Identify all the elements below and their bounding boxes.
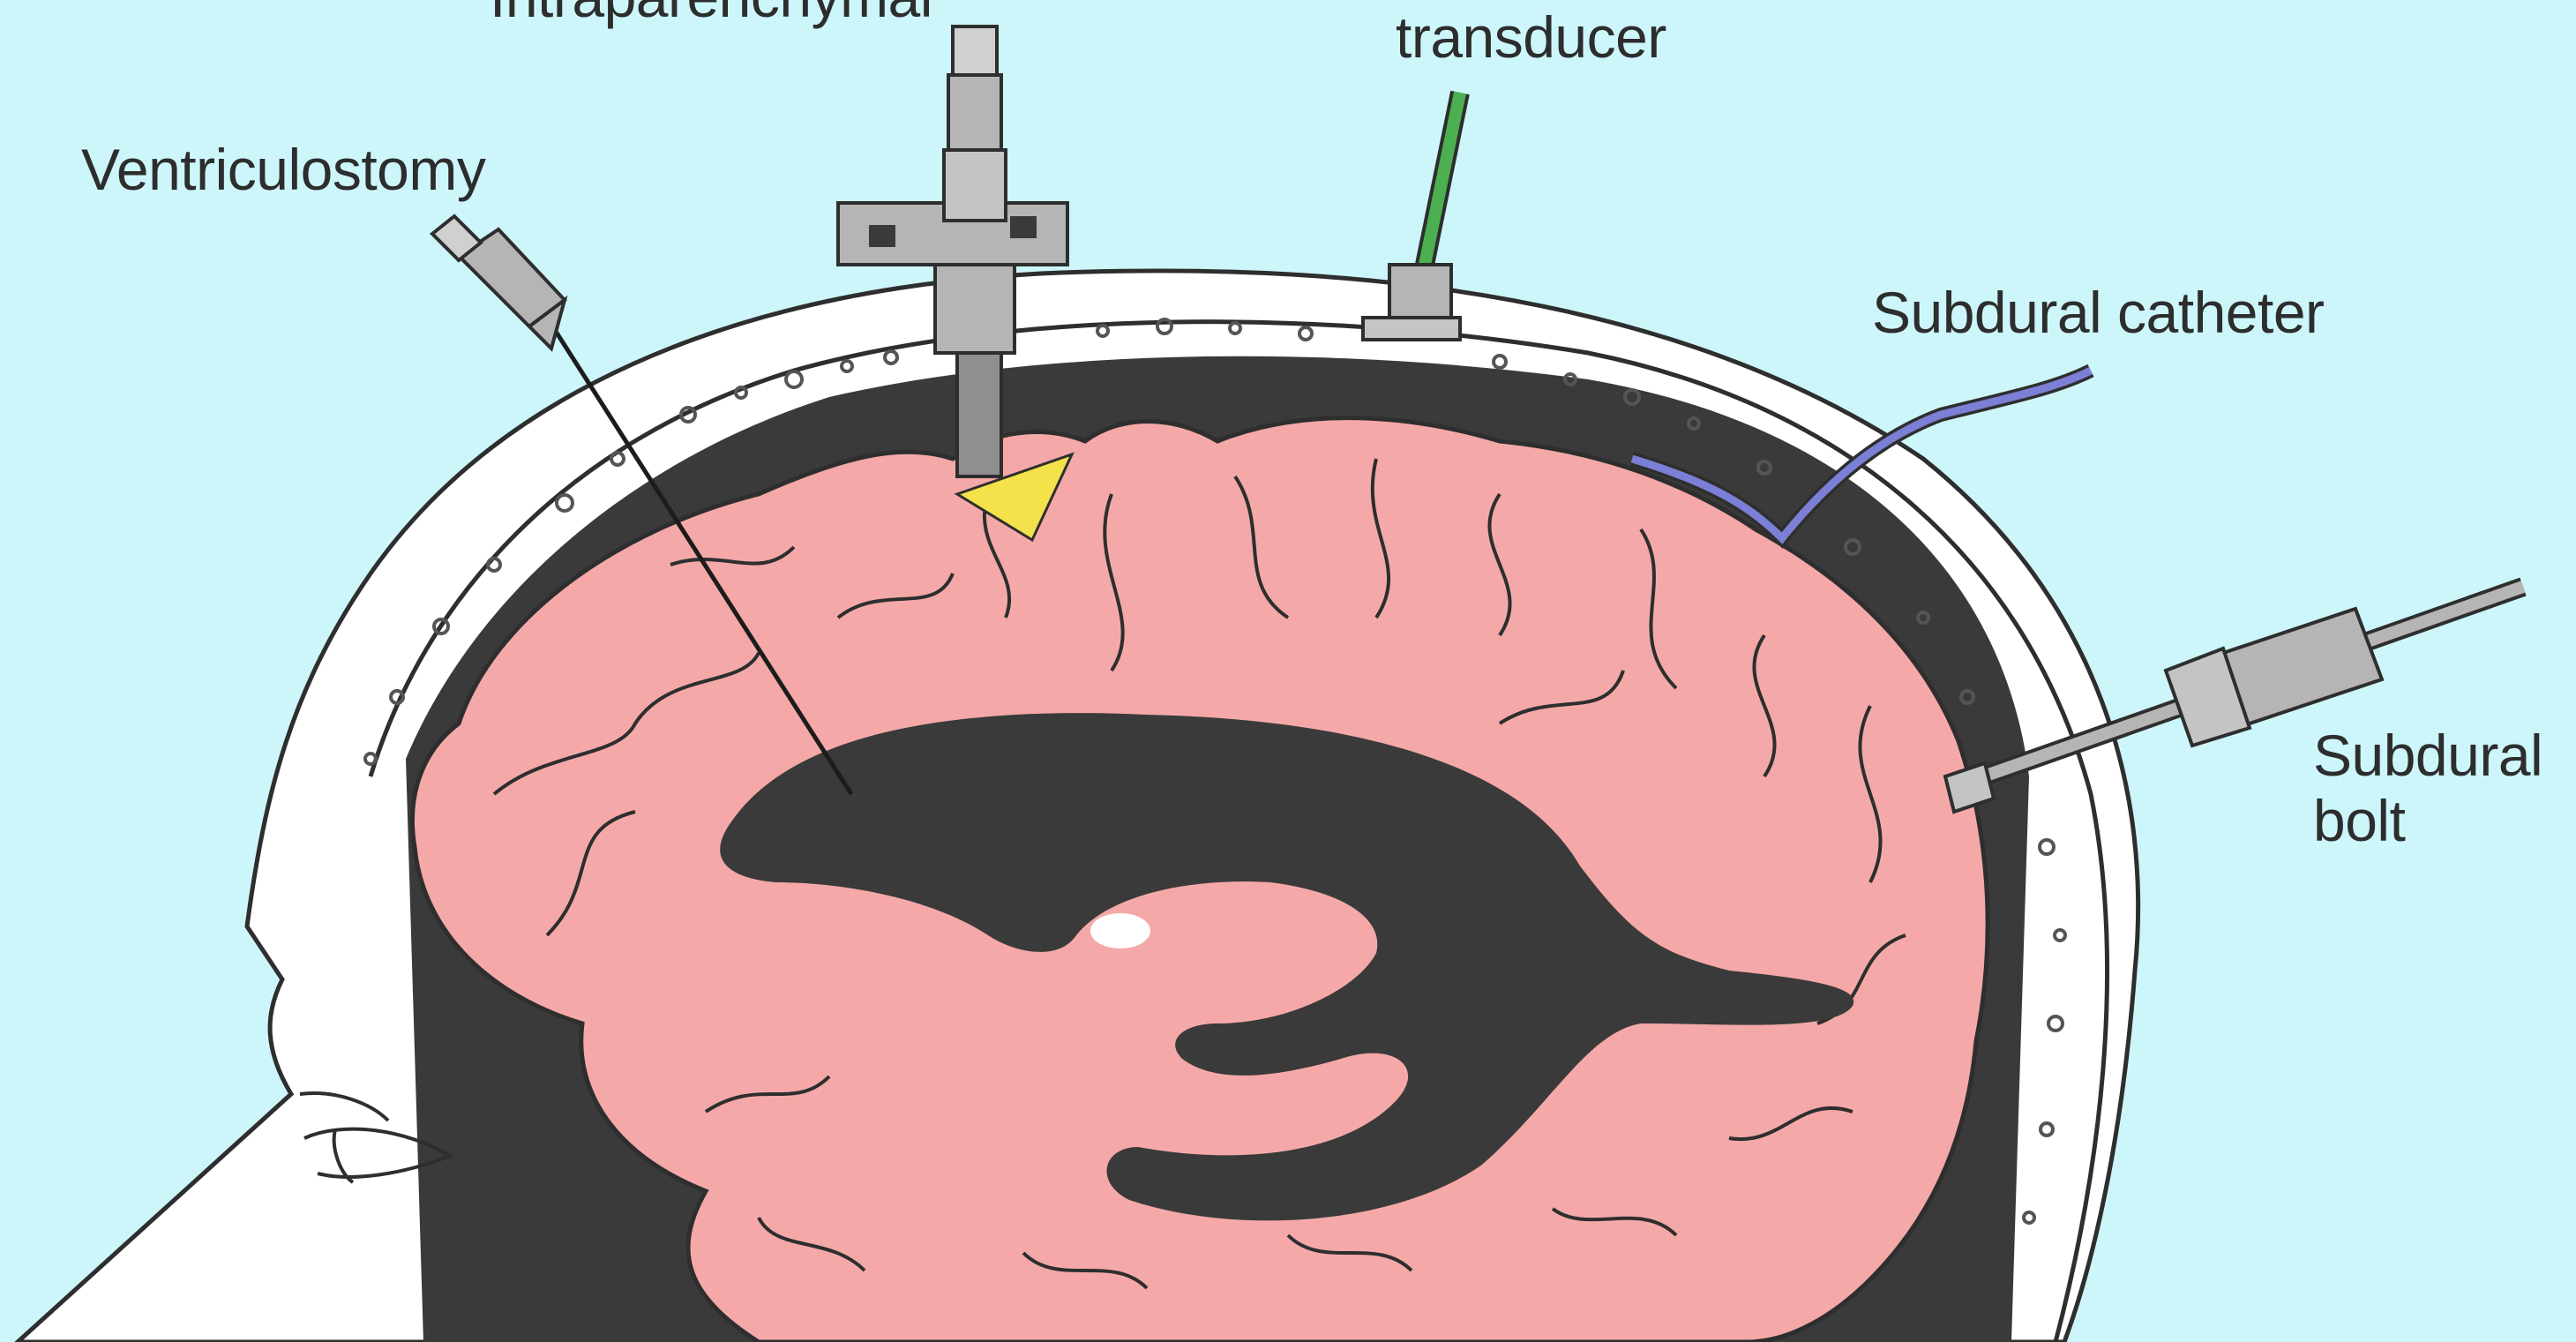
ventricle-highlight xyxy=(1090,913,1150,948)
label-subdural-bolt: Subdural bolt xyxy=(2313,723,2542,854)
label-subdural-bolt-line2: bolt xyxy=(2313,789,2542,854)
label-ventriculostomy: Ventriculostomy xyxy=(81,138,485,203)
label-transducer: transducer xyxy=(1396,5,1666,71)
label-intraparenchymal: Intraparenchymal xyxy=(490,0,932,30)
label-subdural-bolt-line1: Subdural xyxy=(2313,723,2542,789)
label-subdural-catheter: Subdural catheter xyxy=(1872,281,2325,346)
